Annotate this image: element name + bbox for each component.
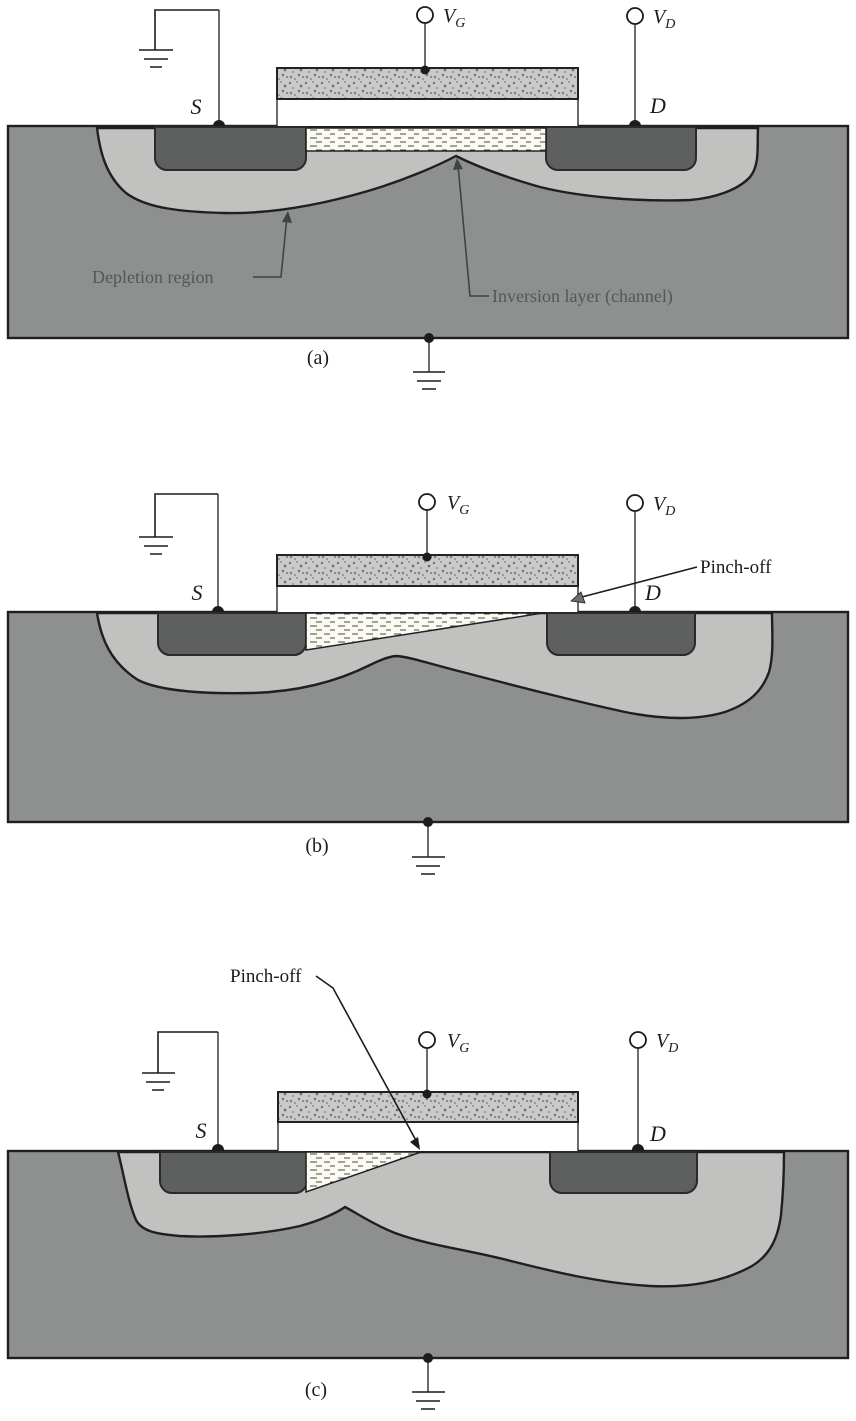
drain-label-b: D bbox=[644, 580, 661, 605]
vd-terminal-b bbox=[626, 494, 644, 612]
caption-c: (c) bbox=[305, 1379, 327, 1401]
inversion-arrow-a bbox=[453, 158, 489, 297]
source-wire-a bbox=[213, 10, 225, 126]
ground-symbol-a bbox=[139, 9, 219, 68]
gate-oxide-c bbox=[278, 1122, 578, 1151]
figure-c: S VG VD D Pinch-off (c) bbox=[6, 966, 850, 1410]
vd-label-b: VD bbox=[653, 493, 675, 519]
source-region-a bbox=[154, 126, 307, 171]
ground-symbol-c bbox=[142, 1031, 218, 1091]
inversion-wedge-c bbox=[305, 1151, 422, 1194]
vg-terminal-c bbox=[418, 1031, 436, 1099]
pinchoff-label-b: Pinch-off bbox=[700, 557, 772, 578]
drain-label-a: D bbox=[649, 93, 666, 118]
inversion-label-a: Inversion layer (channel) bbox=[492, 286, 673, 307]
gate-electrode-c bbox=[277, 1091, 579, 1123]
pinchoff-arrow-b bbox=[570, 566, 698, 604]
body-ground-b bbox=[412, 817, 445, 875]
figure-b: S VG VD D Pinch-off (b) bbox=[6, 492, 850, 875]
vd-label-a: VD bbox=[653, 6, 675, 32]
inversion-wedge-b bbox=[305, 612, 544, 651]
source-label-c: S bbox=[196, 1118, 207, 1143]
vg-terminal-b bbox=[418, 493, 436, 562]
depletion-arrow-a bbox=[253, 211, 292, 278]
source-label-a: S bbox=[191, 94, 202, 119]
depletion-label-a: Depletion region bbox=[92, 267, 213, 287]
caption-b: (b) bbox=[305, 835, 328, 857]
vd-terminal-c bbox=[629, 1031, 647, 1150]
inversion-layer-a bbox=[305, 127, 547, 152]
body-ground-c bbox=[412, 1353, 445, 1410]
source-wire-c bbox=[212, 1032, 224, 1150]
source-label-b: S bbox=[192, 580, 203, 605]
gate-oxide-a bbox=[277, 99, 578, 126]
vd-terminal-a bbox=[626, 7, 644, 126]
pinchoff-arrow-c bbox=[315, 975, 420, 1150]
caption-a: (a) bbox=[307, 347, 329, 369]
source-region-b bbox=[157, 612, 307, 656]
vg-label-a: VG bbox=[443, 5, 465, 31]
drain-region-a bbox=[545, 126, 697, 171]
pinchoff-label-c: Pinch-off bbox=[230, 966, 302, 987]
vg-label-c: VG bbox=[447, 1030, 469, 1056]
oxide-sidewalls-c bbox=[277, 1122, 579, 1151]
figure-a: S VG VD D Depletion region Inversion lay… bbox=[6, 5, 850, 390]
drain-region-b bbox=[546, 612, 696, 656]
ground-symbol-b bbox=[139, 493, 218, 555]
drain-region-c bbox=[549, 1151, 698, 1194]
oxide-sidewalls-a bbox=[276, 99, 579, 126]
gate-oxide-b bbox=[277, 586, 578, 612]
vd-label-c: VD bbox=[656, 1030, 678, 1056]
source-wire-b bbox=[212, 494, 224, 612]
drain-label-c: D bbox=[649, 1121, 666, 1146]
body-ground-a bbox=[413, 333, 445, 390]
vg-terminal-a bbox=[416, 6, 434, 75]
source-region-c bbox=[159, 1151, 308, 1194]
vg-label-b: VG bbox=[447, 492, 469, 518]
